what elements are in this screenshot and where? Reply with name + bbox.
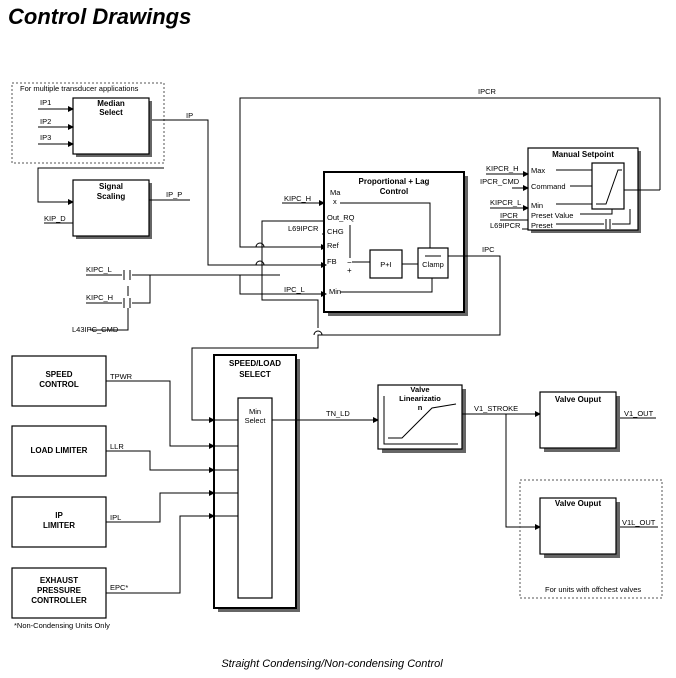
valve-lin-label-1: Valve <box>410 385 429 394</box>
signal-l43ipc-cmd: L43IPC_CMD <box>72 325 119 334</box>
prop-lag-label-1: Proportional + Lag <box>359 177 430 186</box>
valve-output-2-block <box>539 497 617 555</box>
signal-ip3: IP3 <box>40 133 51 142</box>
valve-lin-label-2: Linearizatio <box>399 394 441 403</box>
ramp-symbol <box>591 162 625 210</box>
signal-tn-ld: TN_LD <box>326 409 350 418</box>
median-select-label-2: Select <box>99 108 123 117</box>
speed-control-block <box>11 355 107 407</box>
signal-kipc-h-left: KIPC_H <box>86 293 113 302</box>
valve-output-1-label: Valve Ouput <box>555 395 602 404</box>
exhaust-pressure-label-3: CONTROLLER <box>31 596 87 605</box>
exhaust-pressure-label-2: PRESSURE <box>37 586 82 595</box>
page-title: Control Drawings <box>8 4 191 29</box>
min-select-label-1: Min <box>249 407 261 416</box>
signal-kip-d: KIP_D <box>44 214 66 223</box>
speed-load-label-2: SELECT <box>239 370 271 379</box>
prop-lag-block <box>323 171 465 313</box>
signal-ipl: IPL <box>110 513 121 522</box>
signal-scaling-block <box>72 179 150 237</box>
clamp-block <box>417 247 449 279</box>
min-select-label-2: Select <box>245 416 267 425</box>
port-prop-min: Min <box>329 287 341 296</box>
signal-v1-stroke: V1_STROKE <box>474 404 518 413</box>
signal-scaling-label-1: Signal <box>99 182 123 191</box>
port-prop-plus: + <box>347 266 352 275</box>
signal-ipc: IPC <box>482 245 495 254</box>
offchest-region <box>519 479 663 599</box>
signal-llr: LLR <box>110 442 124 451</box>
port-ms-preset-value: Preset Value <box>531 211 573 220</box>
load-limiter-label: LOAD LIMITER <box>31 446 88 455</box>
signal-ip1: IP1 <box>40 98 51 107</box>
p-plus-i-label: P+I <box>380 260 391 269</box>
signal-l69ipcr-right: L69IPCR <box>490 221 521 230</box>
signal-ipc-l: IPC_L <box>284 285 305 294</box>
signal-scaling-label-2: Scaling <box>97 192 126 201</box>
clamp-label: Clamp <box>422 260 444 269</box>
signal-kipc-l-left: KIPC_L <box>86 265 112 274</box>
port-prop-max: Ma <box>330 188 341 197</box>
signal-v1-out: V1_OUT <box>624 409 654 418</box>
signal-ipcr-cmd: IPCR_CMD <box>480 177 520 186</box>
signal-epc: EPC* <box>110 583 128 592</box>
multi-transducer-note: For multiple transducer applications <box>20 84 139 93</box>
signal-kipcr-l: KIPCR_L <box>490 198 521 207</box>
multi-transducer-region <box>11 82 165 164</box>
offchest-note: For units with offchest valves <box>545 585 641 594</box>
port-ms-min: Min <box>531 201 543 210</box>
prop-lag-label-2: Control <box>380 187 408 196</box>
port-ms-max: Max <box>531 166 545 175</box>
p-plus-i-block <box>369 249 403 279</box>
port-prop-max2: x <box>333 197 337 206</box>
exhaust-pressure-label-1: EXHAUST <box>40 576 78 585</box>
non-condensing-note: *Non-Condensing Units Only <box>14 621 110 630</box>
speed-control-label-1: SPEED <box>45 370 72 379</box>
load-limiter-block <box>11 425 107 477</box>
signal-ip2: IP2 <box>40 117 51 126</box>
min-select-block <box>237 397 273 599</box>
ip-limiter-block <box>11 496 107 548</box>
speed-load-label-1: SPEED/LOAD <box>229 359 281 368</box>
port-ms-preset: Preset <box>531 221 554 230</box>
valve-output-1-block <box>539 391 617 449</box>
signal-ip: IP <box>186 111 193 120</box>
signal-l69ipcr-left: L69IPCR <box>288 224 319 233</box>
signal-ipcr-top: IPCR <box>478 87 497 96</box>
diagram-caption: Straight Condensing/Non-condensing Contr… <box>221 658 443 670</box>
exhaust-pressure-block <box>11 567 107 619</box>
signal-v1l-out: V1L_OUT <box>622 518 656 527</box>
speed-control-label-2: CONTROL <box>39 380 79 389</box>
ip-limiter-label-2: LIMITER <box>43 521 75 530</box>
manual-setpoint-label: Manual Setpoint <box>552 150 614 159</box>
signal-kipc-h-top: KIPC_H <box>284 194 311 203</box>
median-select-label-1: Median <box>97 99 125 108</box>
signal-ip-p: IP_P <box>166 190 182 199</box>
median-select-block <box>72 97 150 155</box>
ip-limiter-label-1: IP <box>55 511 63 520</box>
port-prop-minus: − <box>347 258 352 267</box>
port-prop-chg: CHG <box>327 227 344 236</box>
signal-ipcr-right: IPCR <box>500 211 519 220</box>
port-prop-ref: Ref <box>327 241 340 250</box>
signal-tpwr: TPWR <box>110 372 133 381</box>
port-ms-command: Command <box>531 182 566 191</box>
valve-output-2-label: Valve Ouput <box>555 499 602 508</box>
signal-kipcr-h: KIPCR_H <box>486 164 519 173</box>
port-prop-out-rq: Out_RQ <box>327 213 355 222</box>
port-prop-fb: FB <box>327 257 337 266</box>
valve-lin-label-3: n <box>418 403 423 412</box>
